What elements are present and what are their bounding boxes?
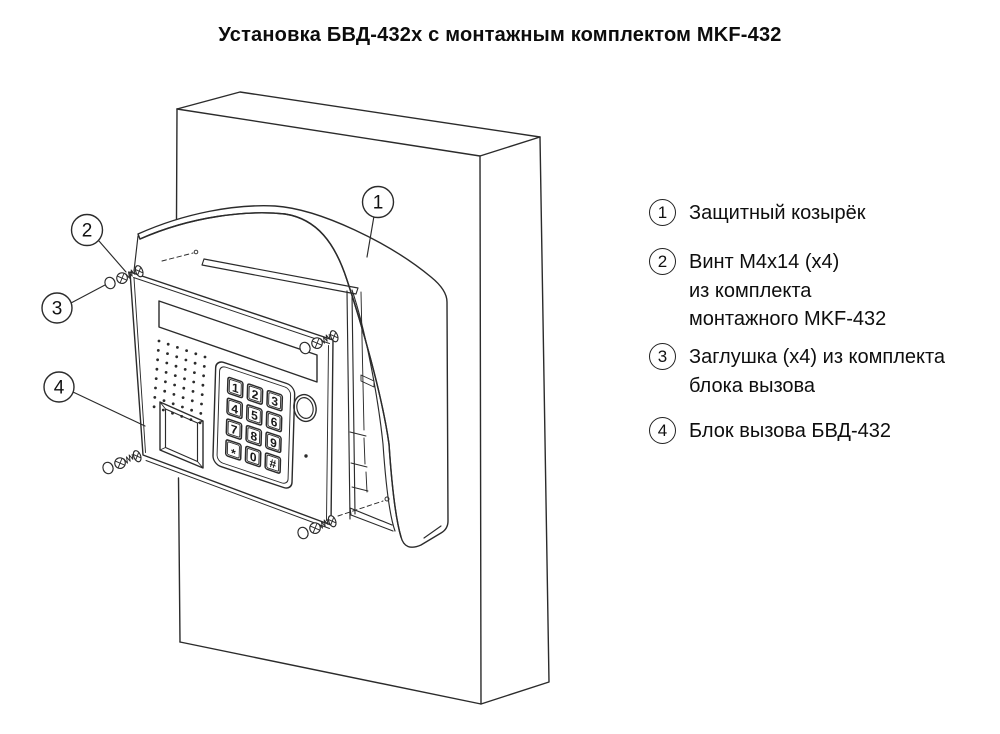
- callout-circle-4: [43, 371, 75, 403]
- fastener-bottom-left: [100, 448, 144, 476]
- callout-leader-1: [366, 215, 375, 258]
- callout-circle-3: [41, 292, 73, 324]
- keypad-key-9: 9: [264, 431, 282, 454]
- mounting-hole-top: [193, 249, 199, 255]
- callout-number-4: 4: [54, 378, 65, 399]
- legend-number-4: 4: [649, 417, 676, 444]
- legend-number-3: 3: [649, 343, 676, 370]
- svg-text:3: 3: [271, 394, 278, 410]
- legend-text: Защитный козырёк: [689, 202, 866, 224]
- keypad-key-3: 3: [266, 389, 284, 412]
- legend-text: Блок вызова БВД-432: [689, 420, 891, 442]
- legend-text: блока вызова: [689, 374, 816, 397]
- mounting-hole-bottom: [384, 496, 390, 502]
- callout-circle-1: [361, 185, 395, 219]
- svg-text:*: *: [231, 446, 236, 461]
- legend-item-screw: 2 Винт M4x14 (x4) из комплекта монтажног…: [649, 248, 886, 334]
- keypad-key-0: 0: [244, 445, 262, 468]
- legend-text: монтажного MKF-432: [689, 308, 887, 330]
- display-window: [158, 300, 318, 383]
- legend-text: из комплекта: [689, 279, 812, 302]
- page-title: Установка БВД-432х с монтажным комплекто…: [218, 24, 782, 46]
- svg-text:6: 6: [271, 414, 278, 430]
- keypad-key-7: 7: [225, 418, 243, 440]
- svg-text:9: 9: [270, 435, 277, 451]
- legend-text: Заглушка (x4) из комплекта: [689, 346, 946, 368]
- svg-text:4: 4: [231, 401, 238, 417]
- svg-text:8: 8: [250, 429, 257, 445]
- keypad-key-6: 6: [265, 410, 283, 433]
- keypad-key-*: *: [224, 439, 242, 461]
- alignment-dash-bottom: [337, 500, 384, 517]
- callout-circle-2: [70, 213, 104, 247]
- svg-text:7: 7: [231, 422, 238, 438]
- keypad-key-5: 5: [245, 404, 263, 426]
- legend-item-hood: 1 Защитный козырёк: [649, 199, 866, 228]
- protective-hood: [133, 205, 449, 548]
- keypad-key-4: 4: [226, 397, 244, 420]
- svg-text:5: 5: [251, 408, 258, 424]
- legend-item-call-block: 4 Блок вызова БВД-432: [649, 417, 891, 446]
- callout-leader-2: [98, 240, 127, 273]
- svg-text:2: 2: [251, 387, 258, 403]
- svg-text:1: 1: [232, 380, 239, 396]
- mounting-box: [161, 249, 394, 532]
- callout-number-1: 1: [373, 193, 384, 214]
- keypad-key-8: 8: [245, 424, 263, 447]
- svg-text:0: 0: [250, 449, 257, 465]
- keypad-key-1: 1: [226, 376, 244, 399]
- speaker-grille: [152, 339, 207, 425]
- callout-leader-3: [70, 284, 106, 304]
- callout-leader-4: [72, 391, 146, 427]
- call-button: [293, 393, 317, 423]
- legend-item-plug: 3 Заглушка (x4) из комплекта блока вызов…: [649, 343, 945, 400]
- keypad-key-#: #: [264, 452, 282, 474]
- legend-text: Винт M4x14 (x4): [689, 251, 840, 273]
- legend-number-1: 1: [649, 199, 676, 226]
- callout-number-3: 3: [52, 299, 63, 320]
- card-window: [159, 401, 204, 469]
- led-indicator: [304, 454, 308, 458]
- keypad-key-2: 2: [246, 383, 264, 405]
- legend-number-2: 2: [649, 248, 676, 275]
- svg-text:#: #: [269, 456, 276, 472]
- callouts: 1 2 3 4: [41, 185, 395, 427]
- wall: [175, 91, 550, 705]
- callout-number-2: 2: [82, 221, 93, 242]
- alignment-dash-top: [161, 252, 194, 262]
